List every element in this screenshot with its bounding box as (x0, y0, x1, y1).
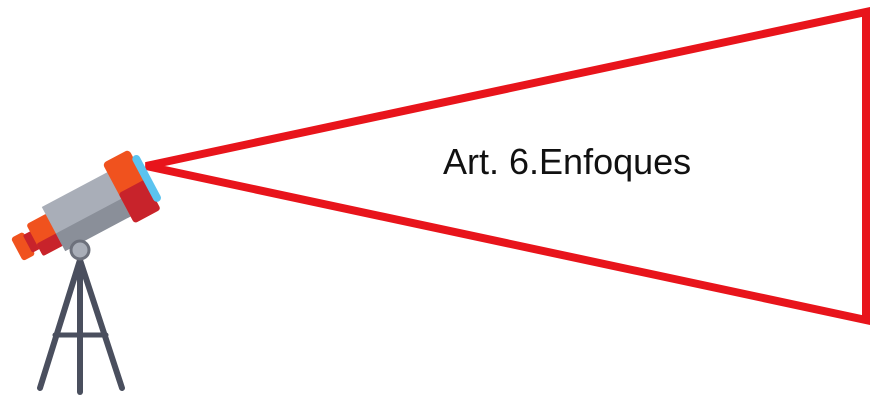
telescope-icon (0, 147, 166, 392)
mount-pivot (71, 241, 89, 259)
view-cone-label: Art. 6.Enfoques (443, 141, 691, 182)
tripod (40, 260, 122, 392)
